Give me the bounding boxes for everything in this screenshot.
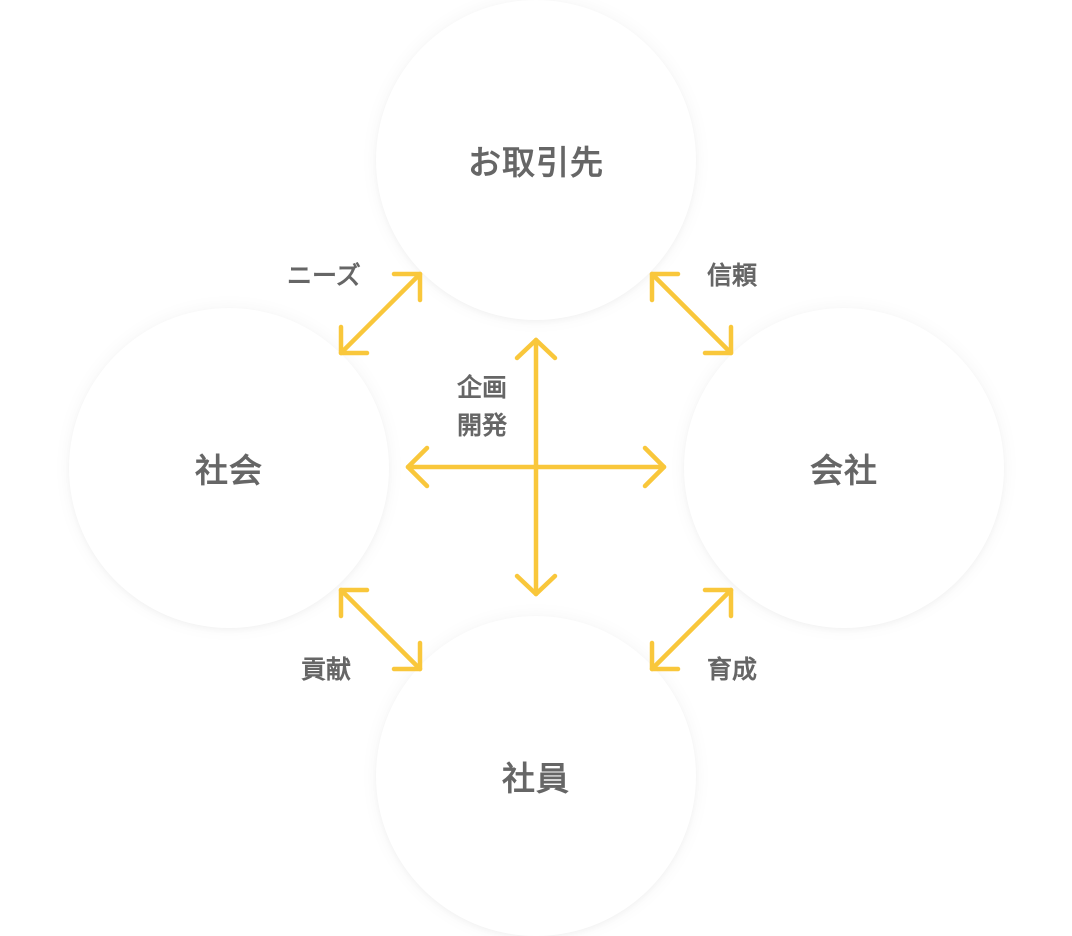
relation-label-planning-development: 企画 開発 [457,369,517,445]
node-business-partners: お取引先 [376,0,696,320]
relation-label-needs: ニーズ [287,261,361,290]
relation-label-trust: 信頼 [707,261,758,290]
node-employees: 社員 [376,616,696,936]
relation-label-development: 開発 [457,411,508,440]
arrow-top-left-diagonal [338,271,423,356]
relation-label-planning: 企画 [457,373,508,402]
node-company: 会社 [684,308,1004,628]
node-label-society: 社会 [195,451,263,490]
relation-label-contribution: 貢献 [301,655,352,684]
arrow-top-right-diagonal [649,271,734,356]
relation-label-growth: 育成 [707,655,758,684]
arrow-center-horizontal [405,445,667,489]
node-label-business-partners: お取引先 [468,143,604,182]
node-label-company: 会社 [810,451,878,490]
node-society: 社会 [69,308,389,628]
arrow-bottom-left-diagonal [338,587,423,672]
node-label-employees: 社員 [502,759,570,798]
arrow-bottom-right-diagonal [649,587,734,672]
